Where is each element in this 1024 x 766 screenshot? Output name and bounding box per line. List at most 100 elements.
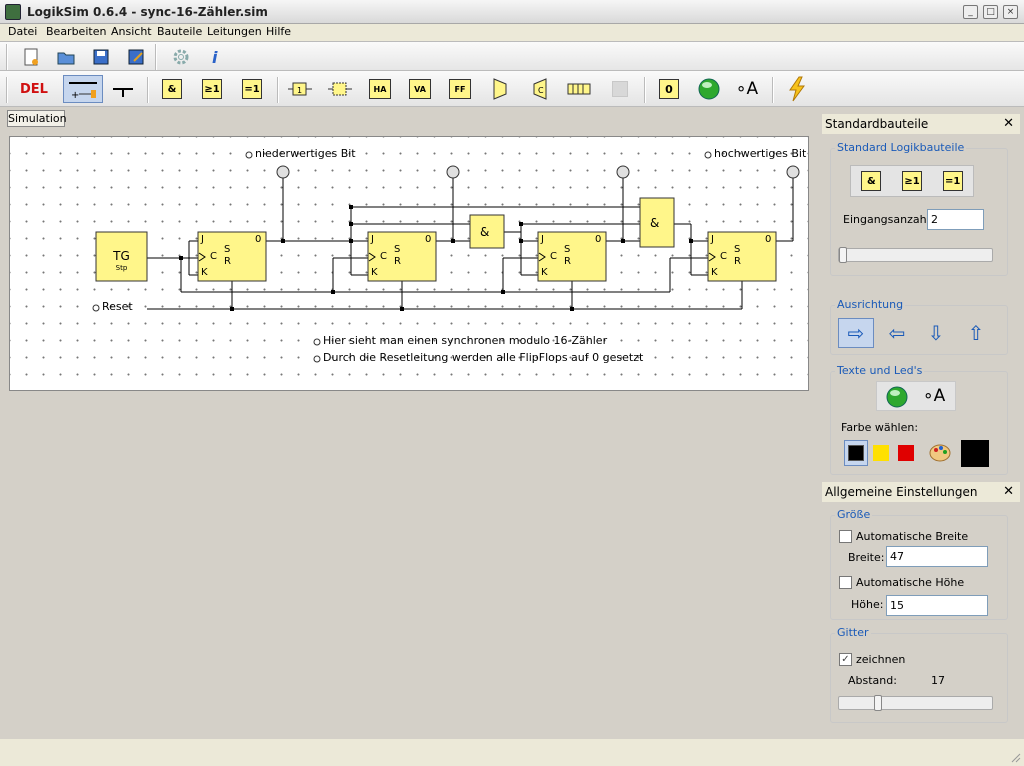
direction-up-icon[interactable]: ⇧ — [967, 321, 985, 345]
or-gate-icon: ≥1 — [202, 79, 222, 99]
reset-label: Reset — [102, 300, 133, 313]
input-count-spinner[interactable]: 2 — [927, 209, 984, 230]
panel-general-title: Allgemeine Einstellungen ✕ — [822, 482, 1020, 502]
constant-zero-button[interactable]: 0 — [652, 75, 686, 103]
color-swatch-yellow[interactable] — [873, 445, 889, 461]
delay-button[interactable] — [325, 75, 355, 103]
panel-general-close-icon[interactable]: ✕ — [1003, 484, 1014, 499]
color-palette-icon[interactable] — [925, 440, 955, 466]
flipflop-4[interactable]: J S 0 C R K — [711, 234, 772, 278]
register-button[interactable] — [562, 75, 596, 103]
xor-gate-button[interactable]: =1 — [235, 75, 269, 103]
wire-tool-button[interactable]: + — [63, 75, 103, 103]
flipflop-button[interactable]: FF — [443, 75, 477, 103]
input-count-label: Eingangsanzahl: — [843, 213, 934, 226]
junction-tool-button[interactable] — [108, 75, 138, 103]
output-leds — [276, 165, 800, 179]
panel-xor-gate-icon[interactable]: =1 — [942, 171, 963, 191]
text-tool-button[interactable]: ∘A — [735, 79, 759, 99]
color-swatch-red[interactable] — [898, 445, 914, 461]
wires — [147, 177, 794, 310]
direction-right-icon[interactable]: ⇨ — [838, 318, 874, 348]
height-label: Höhe: — [851, 598, 884, 611]
group-size — [830, 515, 1008, 620]
circuit-canvas[interactable]: TG Stp niederwertiges Bit hochwertiges B… — [9, 136, 809, 391]
direction-left-icon[interactable]: ⇦ — [888, 321, 906, 345]
height-input[interactable]: 15 — [886, 595, 988, 616]
menu-leitungen[interactable]: Leitungen — [207, 25, 262, 38]
half-adder-button[interactable]: HA — [363, 75, 397, 103]
text-led-selector: ∘A — [876, 381, 956, 411]
or-gate-button[interactable]: ≥1 — [195, 75, 229, 103]
and-gate-button[interactable]: & — [155, 75, 189, 103]
and-gate-1-label: & — [480, 225, 490, 239]
buffer-button[interactable]: 1 — [285, 75, 315, 103]
simulate-lightning-icon[interactable] — [780, 75, 814, 103]
info-icon[interactable]: i — [205, 46, 227, 68]
menu-datei[interactable]: Datei — [8, 25, 38, 38]
save-icon[interactable] — [90, 46, 112, 68]
grid-spacing-slider[interactable] — [838, 695, 993, 711]
svg-text:i: i — [212, 48, 218, 67]
constant-zero-icon: 0 — [659, 79, 679, 99]
wire-junctions — [179, 205, 693, 311]
flipflop-icon: FF — [449, 79, 471, 99]
component-toolbar: DEL + & ≥1 =1 1 HA VA FF C 0 — [0, 71, 1024, 107]
panel-text-icon[interactable]: ∘A — [923, 386, 946, 406]
menu-bearbeiten[interactable]: Bearbeiten — [46, 25, 107, 38]
new-file-icon[interactable] — [20, 46, 42, 68]
menu-bauteile[interactable]: Bauteile — [157, 25, 203, 38]
full-adder-button[interactable]: VA — [403, 75, 437, 103]
auto-width-checkbox[interactable] — [839, 530, 852, 543]
flipflop-1[interactable]: J S 0 C R K — [201, 234, 262, 278]
resize-grip-icon[interactable] — [1009, 751, 1021, 763]
panel-and-gate-icon[interactable]: & — [861, 171, 882, 191]
group-texts-title: Texte und Led's — [835, 364, 925, 377]
panel-led-icon[interactable] — [885, 385, 909, 409]
width-input[interactable]: 47 — [886, 546, 988, 567]
input-count-slider[interactable] — [838, 247, 993, 263]
minimize-button[interactable]: _ — [963, 5, 978, 19]
group-grid — [830, 633, 1008, 723]
full-adder-icon: VA — [409, 79, 431, 99]
maximize-button[interactable]: □ — [983, 5, 998, 19]
save-as-icon[interactable] — [125, 46, 147, 68]
high-bit-label: hochwertiges Bit — [714, 147, 807, 160]
auto-height-label: Automatische Höhe — [856, 576, 965, 589]
tg-sub-label: Stp — [115, 264, 128, 272]
svg-text:1: 1 — [297, 86, 302, 95]
menu-ansicht[interactable]: Ansicht — [111, 25, 152, 38]
and-gate-icon: & — [162, 79, 182, 99]
grid-spacing-value: 17 — [931, 674, 945, 687]
app-icon — [5, 4, 21, 20]
counter-button[interactable]: C — [525, 75, 555, 103]
settings-gear-icon[interactable] — [170, 46, 192, 68]
delete-button[interactable]: DEL — [20, 81, 48, 97]
direction-down-icon[interactable]: ⇩ — [927, 321, 945, 345]
close-button[interactable]: × — [1003, 5, 1018, 19]
led-button[interactable] — [692, 75, 726, 103]
draw-grid-checkbox[interactable]: ✓ — [839, 653, 852, 666]
selected-color-preview — [961, 440, 989, 467]
half-adder-icon: HA — [369, 79, 391, 99]
multiplexer-button[interactable] — [485, 75, 515, 103]
panel-standard-close-icon[interactable]: ✕ — [1003, 116, 1014, 131]
flipflop-3[interactable]: J S 0 C R K — [541, 234, 602, 278]
open-folder-icon[interactable] — [55, 46, 77, 68]
and-gate-2-label: & — [650, 216, 660, 230]
logic-gate-selector: & ≥1 =1 — [850, 165, 974, 197]
title-bar: LogikSim 0.6.4 - sync-16-Zähler.sim _ □ … — [0, 0, 1024, 24]
note-line-1: Hier sieht man einen synchronen modulo 1… — [323, 334, 608, 347]
note-line-2: Durch die Resetleitung werden alle FlipF… — [323, 351, 644, 364]
auto-height-checkbox[interactable] — [839, 576, 852, 589]
grid-spacing-label: Abstand: — [848, 674, 897, 687]
flipflop-2[interactable]: J S 0 C R K — [371, 234, 432, 278]
panel-or-gate-icon[interactable]: ≥1 — [901, 171, 922, 191]
group-grid-title: Gitter — [835, 626, 871, 639]
tab-simulation[interactable]: Simulation — [7, 110, 67, 127]
xor-gate-icon: =1 — [242, 79, 262, 99]
color-label: Farbe wählen: — [841, 421, 919, 434]
menu-hilfe[interactable]: Hilfe — [266, 25, 292, 38]
disabled-component-button — [605, 75, 635, 103]
color-swatch-black[interactable] — [848, 445, 864, 461]
